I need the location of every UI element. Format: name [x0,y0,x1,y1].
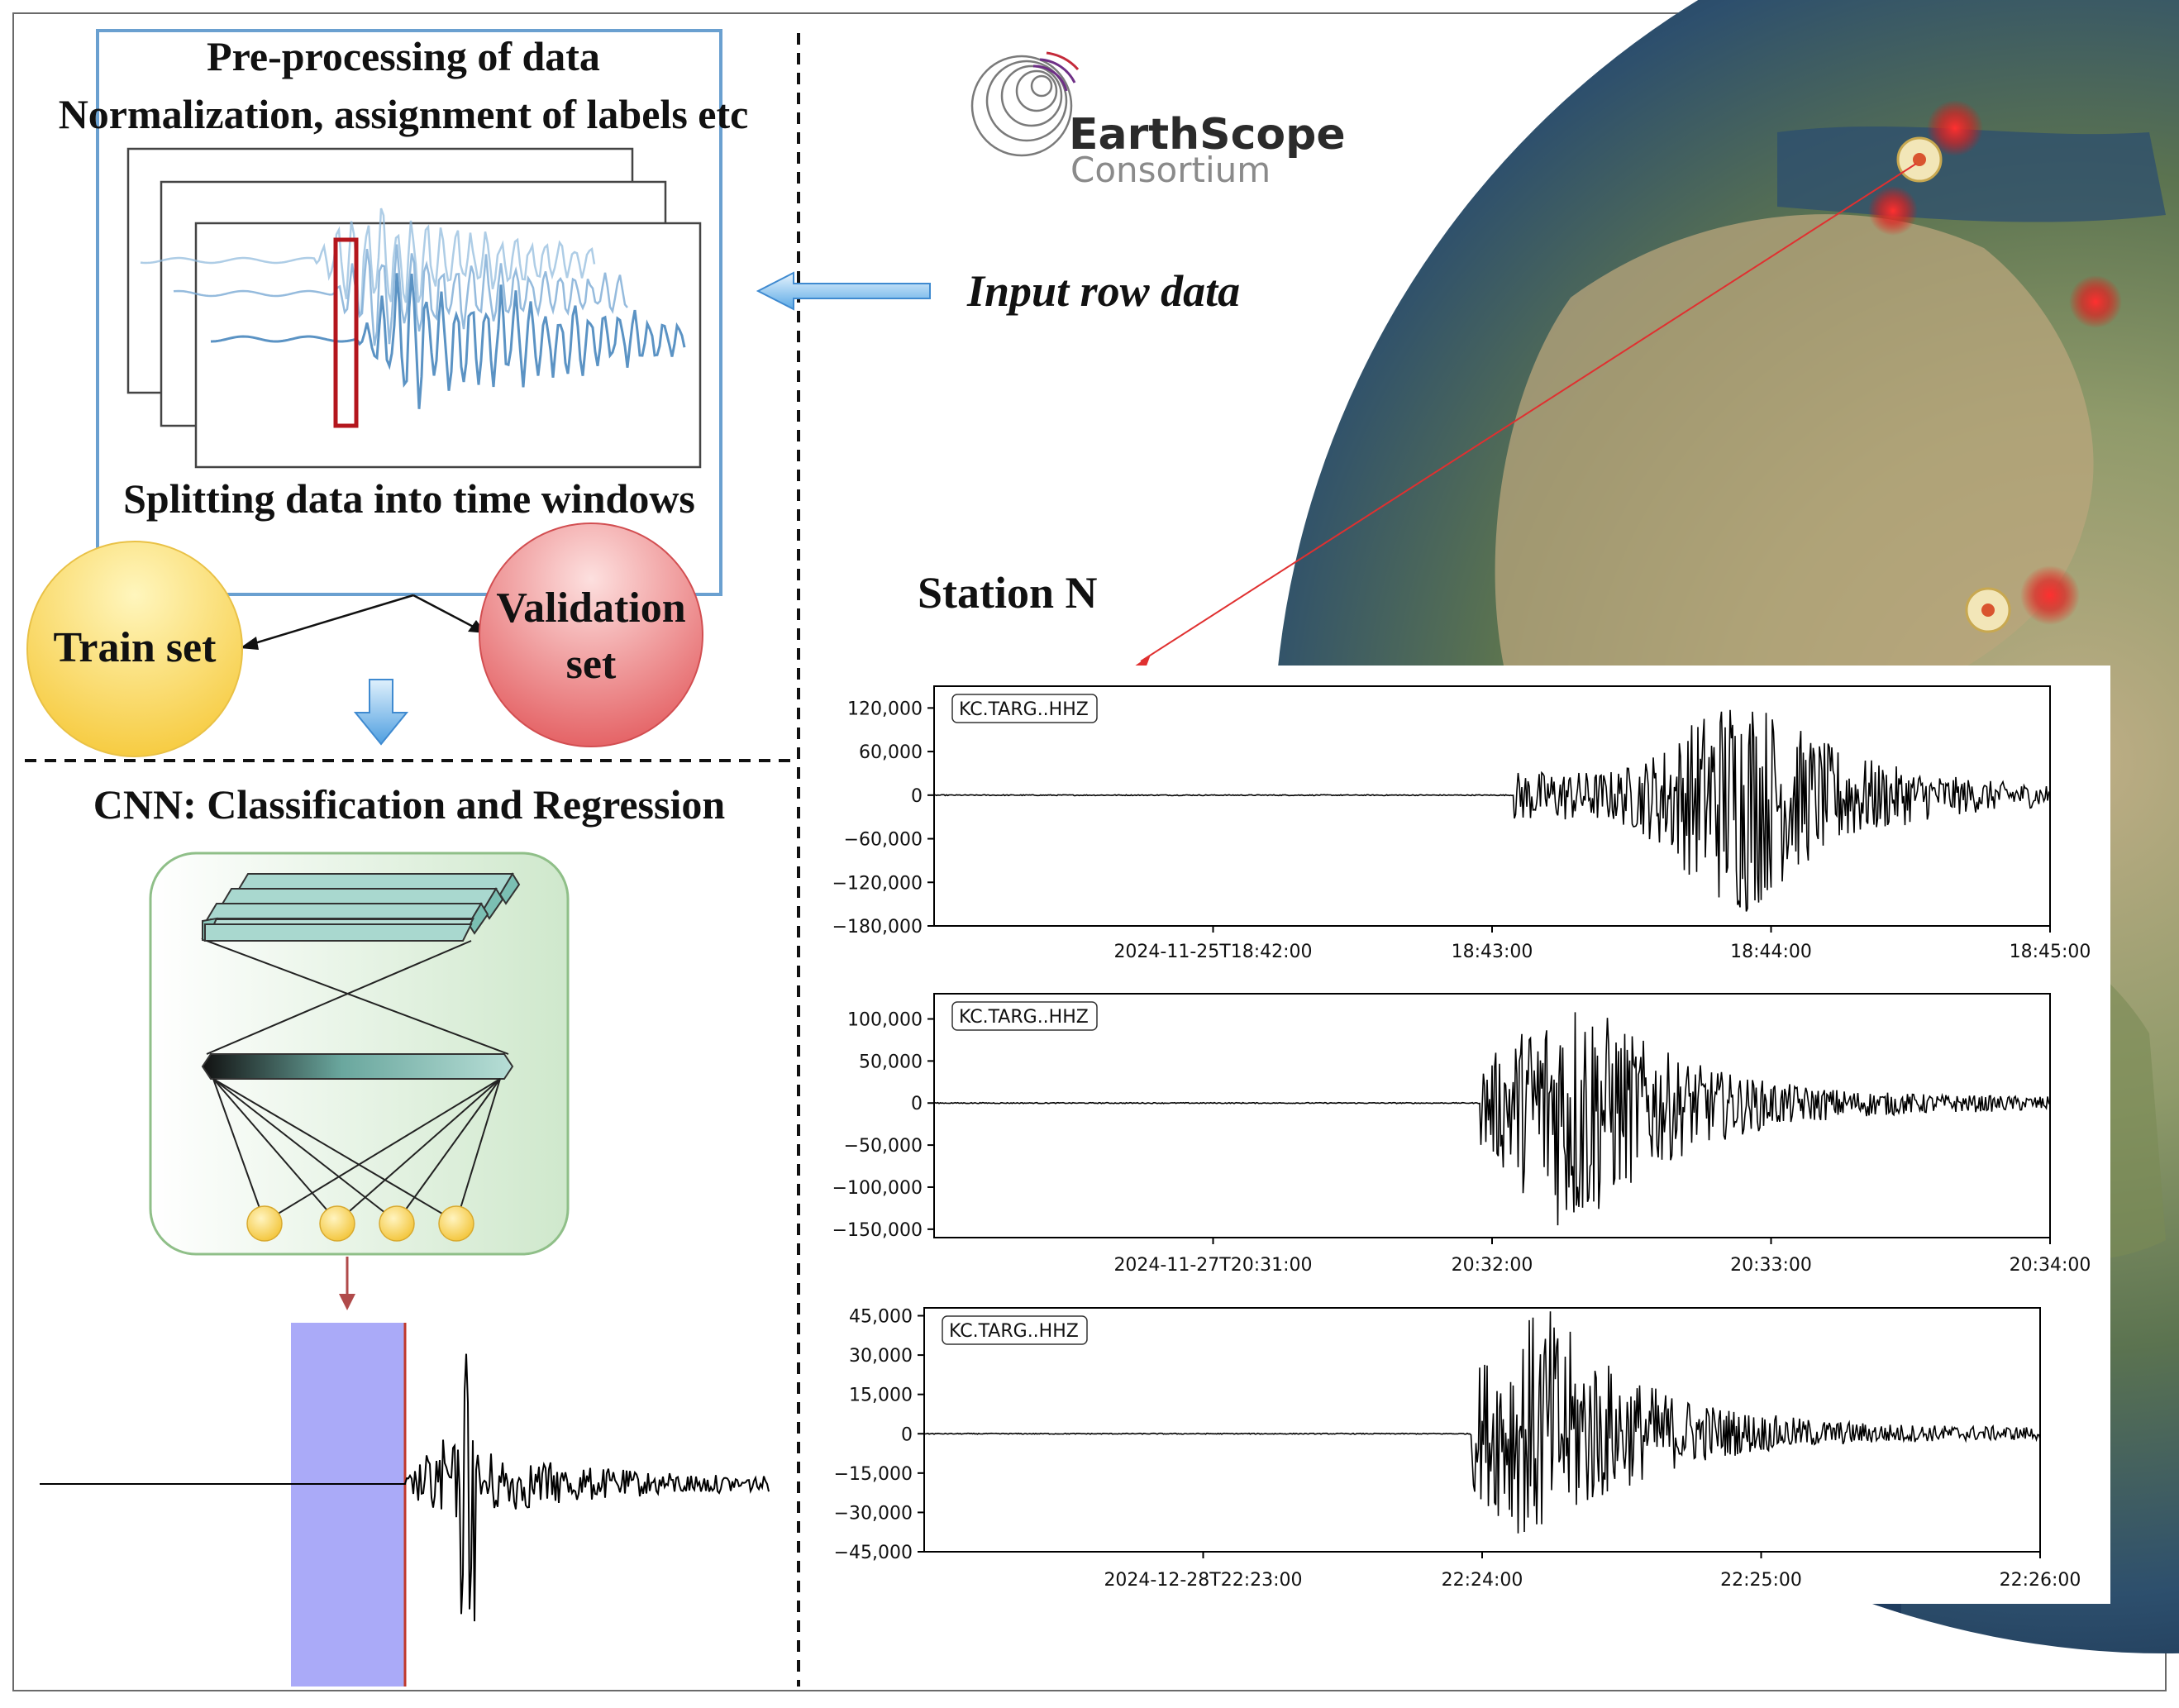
y-tick-label: 100,000 [847,1010,923,1031]
preprocessing-box [96,29,722,596]
x-tick-label: 18:43:00 [1452,942,1533,962]
y-tick-label: −120,000 [832,873,923,894]
legend-box [951,1001,1098,1031]
x-tick-label: 2024-12-28T22:23:00 [1104,1570,1302,1591]
y-tick-label: −45,000 [834,1543,913,1563]
output-node [438,1205,474,1242]
earthscope-logo: EarthScope Consortium [970,51,1346,190]
x-tick-label: 18:44:00 [1730,942,1812,962]
validation-set-node [479,522,703,747]
down-arrow [353,679,409,746]
y-tick-label: 120,000 [847,699,923,719]
legend-label: KC.TARG..HHZ [949,1321,1079,1342]
y-tick-label: −180,000 [832,917,923,937]
y-tick-label: 30,000 [849,1346,913,1367]
split-arrow-right [412,594,480,632]
legend-box [942,1315,1088,1345]
x-tick-label: 20:33:00 [1730,1255,1812,1276]
output-node [319,1205,355,1242]
noise-window-highlight [291,1323,405,1687]
x-tick-label: 22:24:00 [1442,1570,1523,1591]
x-tick-label: 18:45:00 [2010,942,2091,962]
y-tick-label: −15,000 [834,1464,913,1485]
preprocessing-subtitle: Normalization, assignment of labels etc [59,91,749,137]
y-tick-label: −100,000 [832,1178,923,1199]
y-tick-label: −50,000 [844,1136,923,1157]
dense-layer [201,1053,514,1080]
output-node [246,1205,283,1242]
window-highlight [333,237,359,428]
result-waveform [40,1353,770,1622]
output-node [379,1205,415,1242]
legend-box [951,694,1098,723]
legend-label: KC.TARG..HHZ [959,699,1089,720]
seismogram-chart-1: 120,000 60,000 0 −60,000 −120,000 −180,000 202… [832,685,2091,962]
quake-marker [2020,565,2080,625]
time-window-stack [126,147,702,469]
y-tick-label: −30,000 [834,1503,913,1524]
x-tick-label: 20:34:00 [2010,1255,2091,1276]
seismogram-chart-3: 45,000 30,000 15,000 0 −15,000 −30,000 −45,000… [834,1307,2081,1591]
y-tick-label: 0 [911,1094,923,1114]
x-tick-label: 2024-11-27T20:31:00 [1113,1255,1312,1276]
train-set-node [26,541,243,757]
seismogram-trace [923,1311,2041,1534]
y-tick-label: 0 [911,786,923,807]
station-label: Station N [918,568,1098,618]
seismogram-trace [933,1012,2051,1226]
input-label: Input row data [966,266,1240,316]
conv-layer-stack [201,872,521,942]
dense-connections [212,1078,501,1223]
cnn-title: CNN: Classification and Regression [93,781,726,828]
x-tick-label: 22:26:00 [2000,1570,2081,1591]
station-pointer [1140,163,1917,662]
logo-sub: Consortium [1070,150,1271,190]
y-tick-label: 0 [901,1424,913,1445]
preprocessing-title: Pre-processing of data [207,33,600,79]
input-arrow [756,271,931,311]
y-tick-label: −60,000 [844,830,923,851]
plot-area [933,993,2051,1238]
quake-marker [1927,100,1983,156]
seismogram-trace [933,709,2051,912]
split-arrow-left [243,594,414,648]
y-tick-label: 60,000 [859,742,923,763]
validation-set-label-2: set [566,641,617,688]
quake-marker [1868,186,1918,236]
x-tick-label: 22:25:00 [1720,1570,1802,1591]
logo-name: EarthScope [1069,110,1346,160]
y-tick-label: 45,000 [849,1307,913,1328]
splitting-label: Splitting data into time windows [123,475,695,522]
validation-set-label: Validation [496,584,685,632]
output-arrow [339,1294,355,1310]
y-tick-label: −150,000 [832,1220,923,1241]
train-set-label: Train set [54,624,217,671]
seismogram-chart-2: 100,000 50,000 0 −50,000 −100,000 −150,000 202… [832,993,2091,1276]
y-tick-label: 50,000 [859,1052,923,1072]
seismogram-charts: 120,000 60,000 0 −60,000 −120,000 −180,000 202… [832,685,2091,1591]
x-tick-label: 2024-11-25T18:42:00 [1113,942,1312,962]
x-tick-label: 20:32:00 [1452,1255,1533,1276]
plot-area [933,685,2051,927]
quake-marker [2069,275,2122,328]
legend-label: KC.TARG..HHZ [959,1007,1089,1028]
y-tick-label: 15,000 [849,1386,913,1406]
